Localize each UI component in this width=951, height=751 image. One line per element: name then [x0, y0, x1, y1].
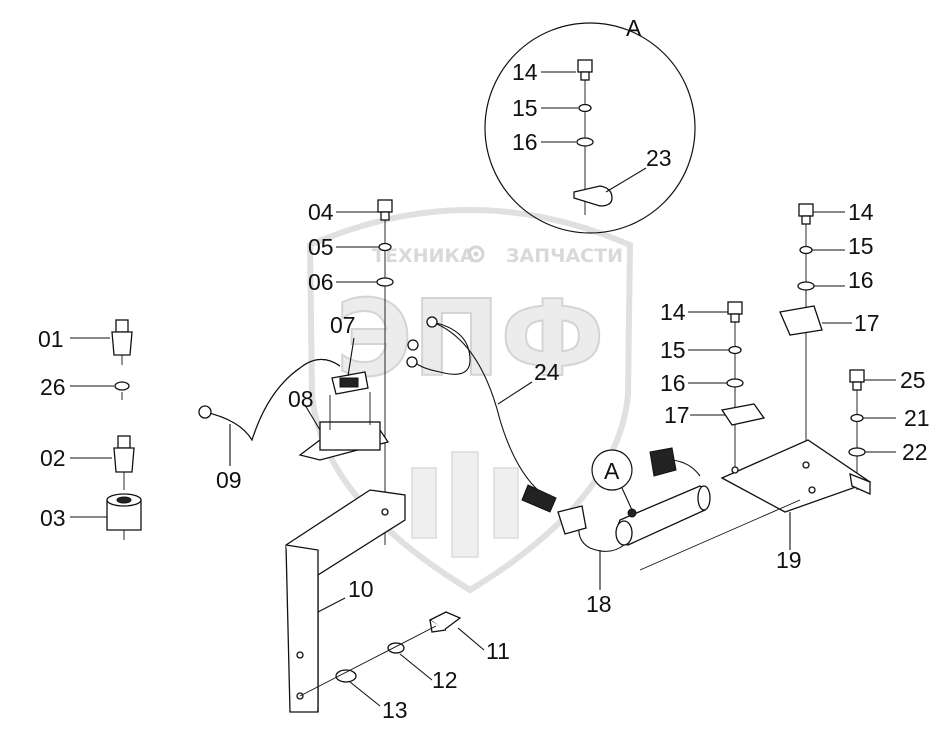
bolt-25 [849, 369, 865, 391]
callout-labels: 01 26 02 03 04 05 06 07 08 09 10 11 12 1… [38, 59, 930, 723]
detail-a-label: A [626, 15, 642, 41]
sensor-02 [113, 435, 135, 490]
callout-01: 01 [38, 326, 64, 352]
washer-12 [387, 642, 405, 654]
callout-15-mid: 15 [660, 337, 686, 363]
callout-13: 13 [382, 697, 408, 723]
callout-18: 18 [586, 591, 612, 617]
callout-16-right: 16 [848, 267, 874, 293]
detail-view-a: A [484, 15, 696, 234]
callout-09: 09 [216, 467, 242, 493]
callout-06: 06 [308, 269, 334, 295]
lock-washer-15-right [799, 245, 813, 255]
callout-10: 10 [348, 576, 374, 602]
clamp-23-detail [573, 185, 613, 207]
watermark-brand-left: ТЕХНИКА [372, 245, 475, 267]
callout-12: 12 [432, 667, 458, 693]
watermark-shield [306, 207, 634, 594]
fuse-07 [331, 371, 369, 395]
callout-15-right: 15 [848, 233, 874, 259]
callout-03: 03 [40, 505, 66, 531]
callout-17-mid: 17 [664, 402, 690, 428]
callout-16-detail: 16 [512, 129, 538, 155]
callout-16-mid: 16 [660, 370, 686, 396]
callout-11: 11 [486, 638, 510, 664]
detail-a-callout-label: A [604, 458, 620, 484]
callout-26: 26 [40, 374, 66, 400]
callout-25: 25 [900, 367, 926, 393]
bracket-10 [285, 489, 406, 713]
watermark-brand-right: ЗАПЧАСТИ [506, 245, 623, 267]
lock-washer-15-mid [728, 345, 742, 355]
cable-24 [406, 316, 557, 513]
spacer-17-right [779, 305, 823, 336]
washer-26 [114, 381, 130, 391]
bolt-04 [377, 199, 393, 221]
watermark-wheat [411, 451, 519, 558]
callout-08: 08 [288, 386, 314, 412]
callout-17-right: 17 [854, 310, 880, 336]
lock-washer-05 [378, 242, 392, 252]
callout-22: 22 [902, 439, 928, 465]
washer-16-right [797, 281, 815, 291]
cable-09-lug [198, 405, 212, 419]
callout-14-detail: 14 [512, 59, 538, 85]
washer-22 [848, 447, 866, 457]
callout-14-mid: 14 [660, 299, 686, 325]
callout-04: 04 [308, 199, 334, 225]
watermark: ТЕХНИКА ЗАПЧАСТИ ЭПФ [306, 207, 634, 594]
lock-washer-21 [850, 413, 864, 423]
adapter-03 [106, 493, 142, 540]
callout-05: 05 [308, 234, 334, 260]
callout-24: 24 [534, 359, 560, 385]
bolt-11 [428, 611, 462, 633]
callout-15-detail: 15 [512, 95, 538, 121]
washer-16-mid [726, 378, 744, 388]
bolt-14-mid [727, 301, 743, 323]
fuse-holder-08 [298, 392, 390, 461]
detail-a-callout-circle [591, 449, 633, 491]
sensor-01 [111, 319, 133, 365]
washer-16-detail [576, 137, 594, 147]
callout-21: 21 [904, 405, 930, 431]
bolt-14-right [798, 203, 814, 225]
washer-06 [376, 277, 394, 287]
mounting-plate-19 [720, 439, 872, 513]
callout-14-right: 14 [848, 199, 874, 225]
bolt-14-detail [577, 59, 593, 81]
lock-washer-15-detail [578, 103, 592, 113]
washer-13 [335, 669, 357, 683]
callout-19: 19 [776, 547, 802, 573]
relay-18 [557, 447, 711, 552]
callout-07: 07 [330, 312, 356, 338]
watermark-logo: ЭПФ [335, 278, 604, 400]
spacer-17-mid [720, 403, 766, 426]
callout-23: 23 [646, 145, 672, 171]
gear-icon [467, 245, 485, 263]
callout-02: 02 [40, 445, 66, 471]
